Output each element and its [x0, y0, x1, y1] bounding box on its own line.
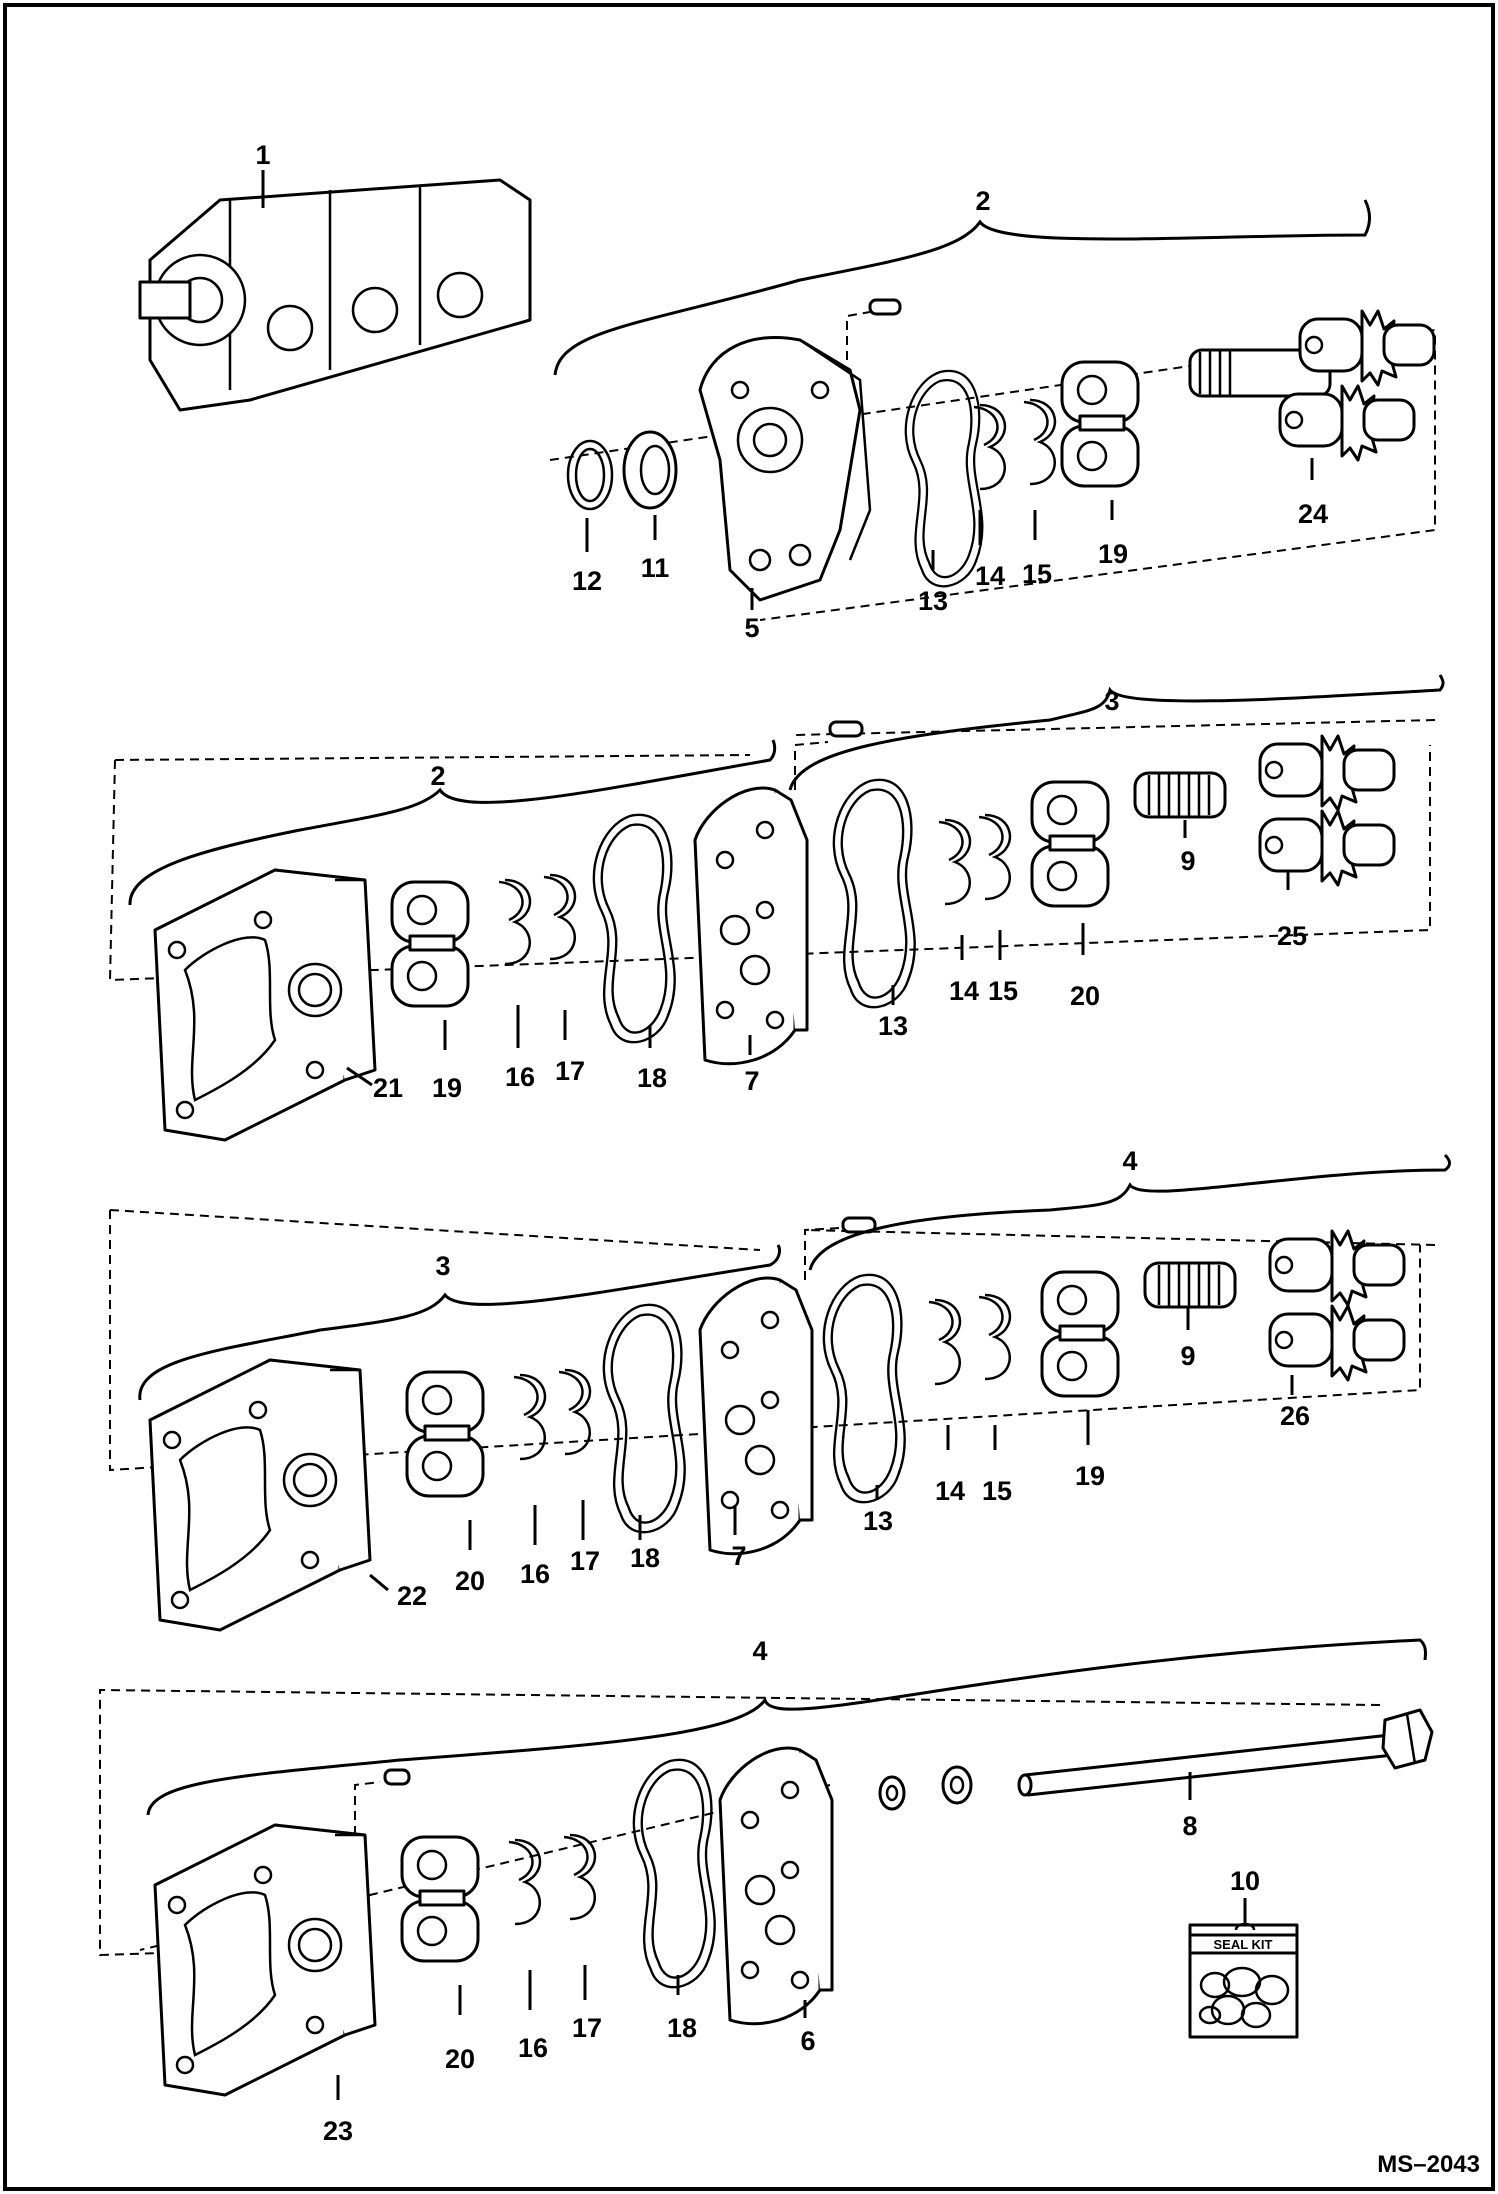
callout-11: 11: [641, 553, 670, 583]
tie-bolt-illustration: [1017, 1708, 1434, 1797]
callout-23: 23: [323, 2116, 353, 2146]
callout-8: 8: [1182, 1811, 1197, 1841]
row4-assembly: 4 23 20 16 17 18 6 8: [99, 1636, 1480, 2178]
callout-22: 22: [397, 1581, 427, 1611]
callout-1: 1: [255, 140, 270, 170]
callout-17-row2: 17: [555, 1056, 585, 1086]
callout-26: 26: [1280, 1401, 1310, 1431]
callout-15-row1: 15: [1022, 559, 1052, 589]
pump-assembly-illustration: [138, 178, 532, 412]
callout-12: 12: [572, 566, 602, 596]
callout-16-row4: 16: [518, 2033, 548, 2063]
callout-13-row2: 13: [878, 1011, 908, 1041]
seal-kit-icon: SEAL KIT: [1188, 1922, 1299, 2039]
page-border: [3, 3, 1495, 2191]
callout-14-row3: 14: [935, 1476, 965, 1506]
callout-19-row2: 19: [432, 1073, 462, 1103]
gear-set-25-illustration: [1258, 734, 1396, 887]
callout-18-row2: 18: [637, 1063, 667, 1093]
callout-group-2-left: 2: [430, 761, 445, 791]
callout-20-row3: 20: [455, 1566, 485, 1596]
callout-group-4-right: 4: [1122, 1146, 1137, 1176]
callout-14-row2: 14: [949, 976, 979, 1006]
callout-18-row4: 18: [667, 2013, 697, 2043]
front-cover-illustration: [698, 335, 872, 602]
callout-9-row2: 9: [1180, 846, 1195, 876]
callout-6: 6: [800, 2026, 815, 2056]
callout-18-row3: 18: [630, 1543, 660, 1573]
callout-24: 24: [1298, 499, 1328, 529]
callout-group-3-left: 3: [435, 1251, 450, 1281]
callout-7-row2: 7: [744, 1066, 759, 1096]
callout-10: 10: [1230, 1866, 1260, 1896]
gear-set-26-illustration: [1268, 1229, 1406, 1382]
callout-20-row4: 20: [445, 2044, 475, 2074]
callout-15-row2: 15: [988, 976, 1018, 1006]
callout-group-2: 2: [975, 186, 990, 216]
callout-13-row3: 13: [863, 1506, 893, 1536]
callout-16-row2: 16: [505, 1062, 535, 1092]
callout-19-row1: 19: [1098, 539, 1128, 569]
row1-assembly: 1 2 12 11 5: [138, 140, 1436, 643]
row3-assembly: 3 4 22 20 16 17 18 7 13 14 15 19: [109, 1146, 1451, 1632]
callout-9-row3: 9: [1180, 1341, 1195, 1371]
callout-group-3-right: 3: [1104, 686, 1119, 716]
row2-assembly: 2 3 21 19 16 17 18 7 13 14 15 20: [108, 674, 1445, 1142]
seal-kit-label: SEAL KIT: [1214, 1937, 1273, 1952]
callout-17-row4: 17: [572, 2013, 602, 2043]
drawing-reference: MS–2043: [1377, 2151, 1480, 2178]
callout-15-row3: 15: [982, 1476, 1012, 1506]
callout-5: 5: [744, 613, 759, 643]
callout-group-4: 4: [752, 1636, 767, 1666]
callout-14-row1: 14: [975, 561, 1005, 591]
callout-7-row3: 7: [731, 1541, 746, 1571]
drive-gear-set-illustration: [1188, 309, 1436, 462]
callout-13-row1: 13: [918, 586, 948, 616]
callout-16-row3: 16: [520, 1559, 550, 1589]
callout-25: 25: [1277, 921, 1307, 951]
callout-20-row2: 20: [1070, 981, 1100, 1011]
callout-19-row3: 19: [1075, 1461, 1105, 1491]
callout-21: 21: [373, 1073, 403, 1103]
callout-17-row3: 17: [570, 1546, 600, 1576]
